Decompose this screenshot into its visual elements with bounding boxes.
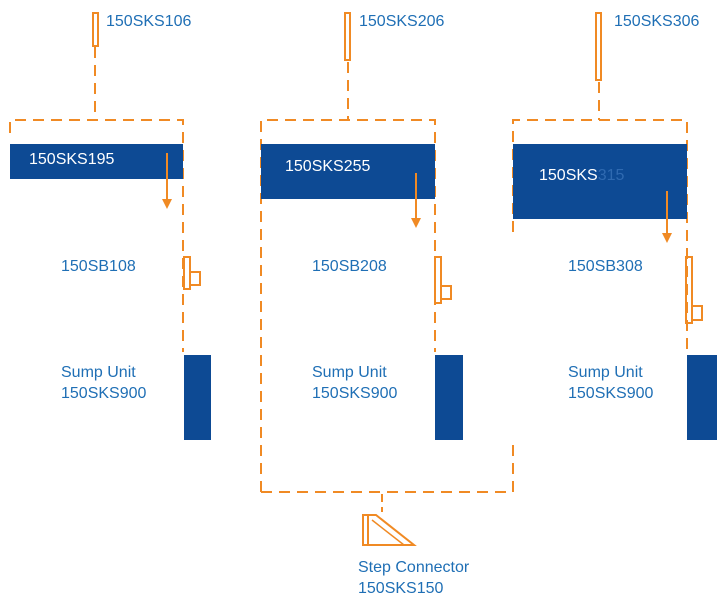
bar-part-label-3-visible: 150SKS (539, 167, 598, 184)
flow-arrowhead-3 (662, 233, 672, 243)
top-part-label-1: 150SKS106 (106, 13, 192, 30)
step-connector (362, 494, 417, 546)
bar-part-label-3-faded: 315 (597, 167, 625, 184)
column-1 (9, 12, 211, 440)
middle-part-label-2: 150SB208 (312, 258, 387, 275)
step-connector-title: Step Connector (358, 559, 470, 576)
bend-fitting-foot-3 (691, 305, 703, 321)
sump-unit-label-1: Sump Unit 150SKS900 (61, 362, 146, 404)
sump-unit-label-3: Sump Unit 150SKS900 (568, 362, 653, 404)
dashed-enclosure-2 (260, 119, 436, 492)
flow-arrowhead-1 (162, 199, 172, 209)
column-2 (260, 12, 514, 493)
navy-bar-3 (513, 144, 687, 219)
top-part-label-3: 150SKS306 (614, 13, 700, 30)
bar-part-label-2: 150SKS255 (285, 158, 371, 175)
middle-part-label-3: 150SB308 (568, 258, 643, 275)
step-connector-diagonal-inner (371, 519, 405, 546)
middle-part-label-1: 150SB108 (61, 258, 136, 275)
dashed-enclosure-1 (9, 119, 184, 352)
sump-unit-label-2: Sump Unit 150SKS900 (312, 362, 397, 404)
sump-unit-part-3: 150SKS900 (568, 385, 654, 402)
step-connector-fitting (362, 514, 417, 546)
bend-fitting-foot-2 (440, 285, 452, 300)
sump-unit-title-1: Sump Unit (61, 364, 136, 381)
flow-arrowhead-2 (411, 218, 421, 228)
bar-part-label-1: 150SKS195 (29, 151, 115, 168)
column-3 (512, 12, 717, 440)
sump-unit-block-2 (435, 355, 463, 440)
sump-unit-title-2: Sump Unit (312, 364, 387, 381)
top-part-label-2: 150SKS206 (359, 13, 445, 30)
step-connector-label: Step Connector 150SKS150 (358, 557, 469, 599)
sump-unit-block-1 (184, 355, 211, 440)
sump-unit-title-3: Sump Unit (568, 364, 643, 381)
top-connector-1 (92, 12, 99, 47)
navy-bar-2 (261, 144, 435, 199)
step-connector-part: 150SKS150 (358, 580, 444, 597)
navy-bar-1 (10, 144, 183, 179)
sump-unit-part-1: 150SKS900 (61, 385, 147, 402)
bend-fitting-body-3 (685, 256, 693, 324)
sump-unit-part-2: 150SKS900 (312, 385, 398, 402)
dashed-enclosure-bottom-2 (261, 440, 514, 493)
top-connector-2 (344, 12, 351, 61)
bar-part-label-3: 150SKS315 (539, 166, 624, 186)
sump-unit-block-3 (687, 355, 717, 440)
bend-fitting-body-2 (434, 256, 442, 304)
bend-fitting-foot-1 (189, 271, 201, 286)
top-connector-3 (595, 12, 602, 81)
